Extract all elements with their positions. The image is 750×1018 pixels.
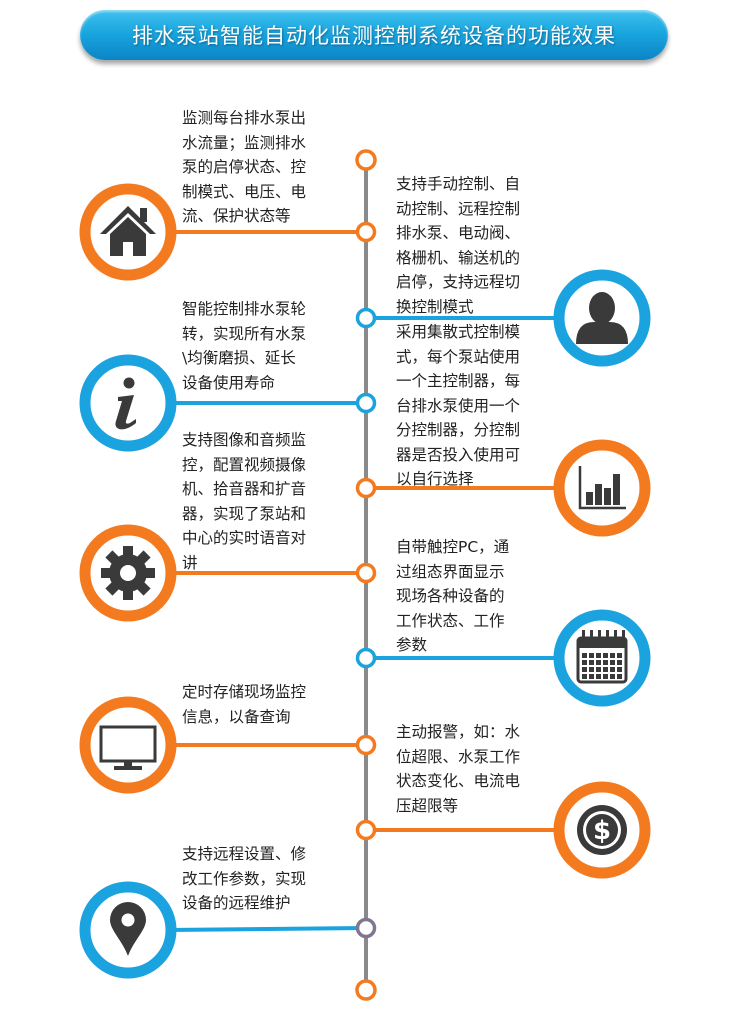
feature-badge [79,183,177,281]
feature-description: 主动报警，如：水 位超限、水泵工作 状态变化、电流电 压超限等 [396,723,521,815]
feature-badge [553,269,651,367]
calendar-icon [576,630,628,684]
pin-icon [110,902,146,956]
feature-badge [79,354,177,452]
page-title: 排水泵站智能自动化监测控制系统设备的功能效果 [132,24,616,48]
timeline-start-node [355,149,377,171]
feature-description: 监测每台排水泵出 水流量；监测排水 泵的启停状态、控 制模式、电压、电 流、保护… [182,109,307,225]
timeline-node [355,819,377,841]
title-banner: 排水泵站智能自动化监测控制系统设备的功能效果 [80,10,668,60]
dollar-icon: $ [577,805,627,855]
timeline-node [355,307,377,329]
feature-description: 定时存储现场监控 信息，以备查询 [182,683,307,726]
info-icon [115,377,136,430]
feature-description: 智能控制排水泵轮 转，实现所有水泵 \均衡磨损、延长 设备使用寿命 [182,300,307,392]
feature-description: 支持远程设置、修 改工作参数，实现 设备的远程维护 [182,845,307,912]
feature-description: 自带触控PC，通 过组态界面显示 现场各种设备的 工作状态、工作 参数 [396,538,510,654]
timeline-node [355,917,377,939]
timeline-node [355,734,377,756]
chart-icon [578,466,626,510]
monitor-icon [99,725,157,770]
timeline-node [355,647,377,669]
timeline-end-node [355,979,377,1001]
feature-badge [553,609,651,707]
svg-text:$: $ [593,816,611,846]
timeline-node [355,562,377,584]
timeline-node [355,392,377,414]
timeline-node [355,221,377,243]
connector-line [167,926,367,932]
user-icon [576,292,628,344]
feature-description: 采用集散式控制模 式，每个泵站使用 一个主控制器，每 台排水泵使用一个 分控制器… [396,323,521,488]
feature-description: 支持手动控制、自 动控制、远程控制 排水泵、电动阀、 格栅机、输送机的 启停，支… [396,175,521,316]
feature-description: 支持图像和音频监 控，配置视频摄像 机、拾音器和扩音 器，实现了泵站和 中心的实… [182,431,307,572]
feature-badge [553,439,651,537]
feature-badge: $ [553,781,651,879]
home-icon [100,206,156,256]
timeline-node [355,477,377,499]
gear-icon [101,546,155,600]
feature-badge [79,524,177,622]
feature-badge [79,696,177,794]
feature-badge [79,881,177,979]
